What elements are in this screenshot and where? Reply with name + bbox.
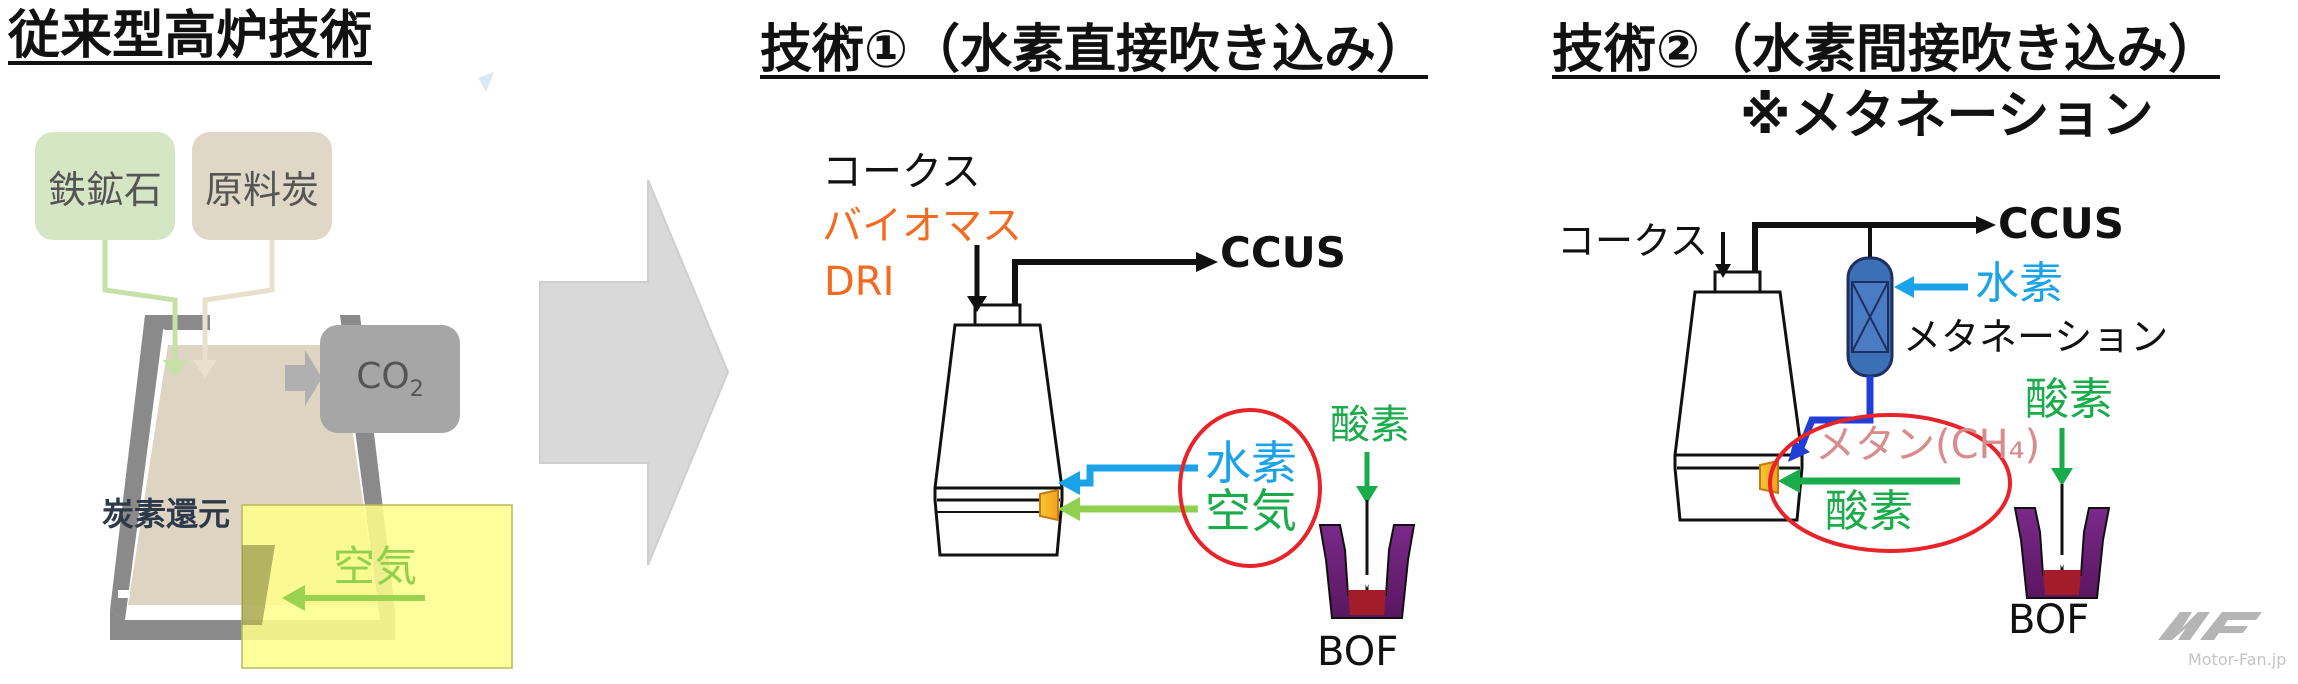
co2-box: CO2 — [320, 325, 460, 433]
tech2-coke-input-arrowhead — [1715, 264, 1731, 278]
coal-feed-arrow — [202, 232, 275, 360]
motor-fan-logo — [2158, 612, 2262, 640]
title-tech2-methanation-note: ※メタネーション — [1740, 86, 2154, 146]
title-tech2-indirect-hydrogen: 技術②（水素間接吹き込み） — [1552, 20, 2221, 80]
tech2-bof-label: BOF — [2008, 597, 2090, 643]
decorative-shard — [478, 72, 494, 92]
tech1-dri-label: DRI — [824, 259, 895, 305]
iron-ore-feed-arrow — [102, 232, 178, 360]
coal-feed-arrowhead — [193, 360, 217, 378]
tech1-blast-furnace — [933, 303, 1064, 557]
tech2-oxygen-arrowhead — [1778, 469, 1800, 493]
tech1-hydrogen-label: 水素 — [1205, 436, 1297, 490]
tech1-coke-label: コークス — [822, 149, 981, 195]
tech2-highlight-ring — [1768, 413, 2012, 553]
air-injection-highlight — [241, 504, 513, 669]
coking-coal-box: 原料炭 — [192, 132, 332, 240]
tech2-oxygen-top-label: 酸素 — [2025, 374, 2113, 425]
tech1-ccus-label: CCUS — [1220, 228, 1346, 277]
tech2-coke-label: コークス — [1557, 219, 1708, 263]
tech1-oxygen-arrowhead — [1356, 486, 1378, 504]
tech2-exhaust-pipe — [1752, 222, 1980, 272]
iron-ore-label: 鉄鉱石 — [47, 167, 162, 212]
watermark-text: Motor-Fan.jp — [2188, 650, 2287, 669]
tech2-ccus-arrowhead — [1976, 216, 1996, 234]
tech2-methane-arrowhead — [1788, 440, 1810, 462]
conventional-air-label: 空気 — [333, 542, 418, 591]
tech2-oxygen-bottom-label: 酸素 — [1825, 486, 1913, 537]
furnace-notch — [118, 590, 130, 598]
transition-arrow — [539, 179, 730, 566]
tech1-oxygen-label: 酸素 — [1330, 402, 1410, 448]
tech2-hydrogen-label: 水素 — [1975, 258, 2063, 309]
tech1-highlight-ring — [1178, 408, 1322, 568]
tech2-methane-label: メタン(CH₄) — [1815, 422, 2041, 468]
title-tech1-direct-hydrogen: 技術①（水素直接吹き込み） — [760, 20, 1429, 80]
tech1-tuyere — [1039, 488, 1059, 522]
coking-coal-label: 原料炭 — [204, 167, 319, 212]
conventional-air-arrowhead — [282, 585, 305, 611]
iron-ore-box: 鉄鉱石 — [35, 132, 175, 240]
tech1-air-arrowhead — [1058, 497, 1080, 521]
conventional-tuyere — [242, 545, 275, 625]
tech1-hydrogen-arrowhead — [1058, 471, 1080, 495]
iron-ore-feed-arrowhead — [163, 360, 187, 378]
tech1-biomass-label: バイオマス — [822, 203, 1022, 249]
tech1-bof-vessel — [1318, 500, 1416, 619]
co2-output-arrow — [285, 350, 322, 406]
tech1-ccus-arrowhead — [1196, 252, 1218, 272]
methanation-reactor — [1846, 256, 1894, 378]
tech1-hydrogen-arrow-line — [1078, 464, 1198, 487]
tech1-air-label: 空気 — [1205, 484, 1297, 538]
tech1-bof-label: BOF — [1317, 629, 1399, 675]
tech2-oxygen-top-arrowhead — [2051, 468, 2073, 486]
carbon-reduction-label: 炭素還元 — [102, 495, 231, 533]
co2-label: CO2 — [356, 355, 424, 403]
tech1-exhaust-pipe — [1012, 259, 1200, 305]
tech2-hydrogen-arrowhead — [1894, 276, 1914, 298]
tech1-coke-input-arrowhead — [967, 296, 987, 312]
tech2-bof-vessel — [2013, 484, 2111, 599]
tech2-ccus-label: CCUS — [1998, 199, 2124, 248]
title-conventional-blast-furnace: 従来型高炉技術 — [8, 6, 373, 66]
tech2-methanation-label: メタネーション — [1903, 315, 2169, 359]
